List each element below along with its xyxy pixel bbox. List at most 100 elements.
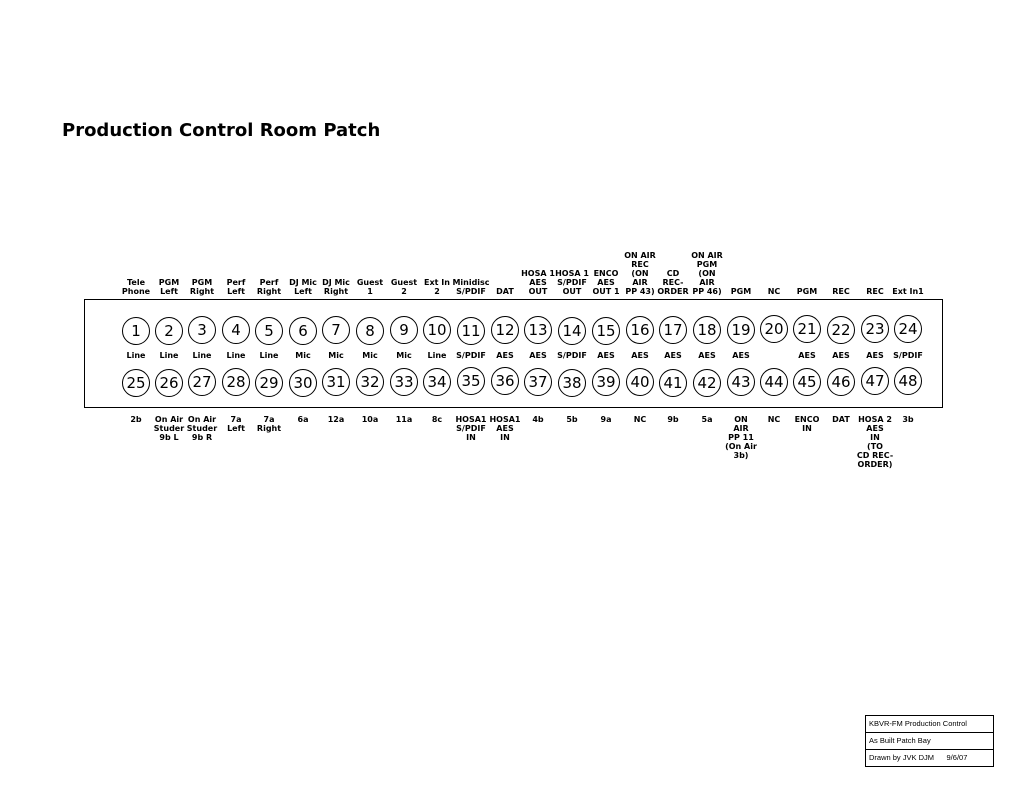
- bottom-label: 4b: [532, 415, 544, 424]
- signal-type-label: S/PDIF: [557, 351, 587, 360]
- top-label: DJ Mic Right: [322, 278, 350, 296]
- jack-15: 15: [592, 317, 620, 345]
- jack-7: 7: [322, 316, 350, 344]
- jack-29: 29: [255, 369, 283, 397]
- jack-39: 39: [592, 368, 620, 396]
- jack-34: 34: [423, 368, 451, 396]
- signal-type-label: AES: [866, 351, 884, 360]
- bottom-label: HOSA1 AES IN: [489, 415, 521, 442]
- bottom-label: 9a: [600, 415, 612, 424]
- signal-type-label: AES: [698, 351, 716, 360]
- signal-type-label: Line: [159, 351, 179, 360]
- jack-31: 31: [322, 368, 350, 396]
- page-title: Production Control Room Patch: [62, 120, 381, 141]
- jack-26: 26: [155, 369, 183, 397]
- signal-type-label: Mic: [362, 351, 378, 360]
- jack-28: 28: [222, 368, 250, 396]
- bottom-label: NC: [767, 415, 781, 424]
- top-label: CD REC- ORDER: [657, 269, 689, 296]
- top-label: Minidisc S/PDIF: [452, 278, 490, 296]
- jack-43: 43: [727, 368, 755, 396]
- jack-5: 5: [255, 317, 283, 345]
- signal-type-label: AES: [529, 351, 547, 360]
- signal-type-label: AES: [832, 351, 850, 360]
- top-label: DJ Mic Left: [289, 278, 317, 296]
- bottom-label: ENCO IN: [794, 415, 820, 433]
- signal-type-label: S/PDIF: [893, 351, 923, 360]
- signal-type-label: S/PDIF: [456, 351, 486, 360]
- jack-17: 17: [659, 316, 687, 344]
- title-block: KBVR-FM Production Control As Built Patc…: [865, 715, 994, 767]
- jack-22: 22: [827, 316, 855, 344]
- jack-40: 40: [626, 368, 654, 396]
- signal-type-label: Line: [192, 351, 212, 360]
- jack-18: 18: [693, 316, 721, 344]
- top-label: PGM: [796, 287, 818, 296]
- title-block-drawn-by: Drawn by JVK DJM 9/6/07: [866, 749, 993, 766]
- jack-30: 30: [289, 369, 317, 397]
- top-label: ON AIR PGM (ON AIR PP 46): [691, 251, 723, 296]
- top-label: Perf Right: [256, 278, 282, 296]
- top-label: Guest 2: [390, 278, 418, 296]
- bottom-label: HOSA1 S/PDIF IN: [455, 415, 487, 442]
- jack-21: 21: [793, 315, 821, 343]
- top-label: REC: [866, 287, 884, 296]
- signal-type-label: Line: [126, 351, 146, 360]
- jack-8: 8: [356, 317, 384, 345]
- jack-12: 12: [491, 316, 519, 344]
- jack-6: 6: [289, 317, 317, 345]
- top-label: HOSA 1 S/PDIF OUT: [555, 269, 589, 296]
- signal-type-label: Mic: [396, 351, 412, 360]
- jack-13: 13: [524, 316, 552, 344]
- bottom-label: 5a: [701, 415, 713, 424]
- jack-24: 24: [894, 315, 922, 343]
- top-label: Ext In1: [892, 287, 924, 296]
- top-label: ENCO AES OUT 1: [592, 269, 620, 296]
- bottom-label: DAT: [832, 415, 850, 424]
- top-label: NC: [767, 287, 781, 296]
- top-label: PGM Left: [158, 278, 180, 296]
- bottom-label: On Air Studer 9b L: [153, 415, 185, 442]
- signal-type-label: Line: [427, 351, 447, 360]
- bottom-label: 7a Right: [256, 415, 282, 433]
- bottom-label: 7a Left: [227, 415, 245, 433]
- signal-type-label: AES: [496, 351, 514, 360]
- bottom-label: HOSA 2 AES IN (TO CD REC- ORDER): [856, 415, 894, 469]
- bottom-label: 9b: [667, 415, 679, 424]
- top-label: Ext In 2: [424, 278, 450, 296]
- jack-38: 38: [558, 369, 586, 397]
- jack-47: 47: [861, 367, 889, 395]
- top-label: DAT: [496, 287, 514, 296]
- bottom-label: 11a: [395, 415, 413, 424]
- jack-16: 16: [626, 316, 654, 344]
- signal-type-label: AES: [597, 351, 615, 360]
- bottom-label: 3b: [902, 415, 914, 424]
- jack-45: 45: [793, 368, 821, 396]
- signal-type-label: AES: [732, 351, 750, 360]
- bottom-label: On Air Studer 9b R: [186, 415, 218, 442]
- jack-48: 48: [894, 367, 922, 395]
- jack-9: 9: [390, 316, 418, 344]
- jack-27: 27: [188, 368, 216, 396]
- top-label: Guest 1: [356, 278, 384, 296]
- jack-35: 35: [457, 367, 485, 395]
- jack-41: 41: [659, 369, 687, 397]
- bottom-label: 5b: [566, 415, 578, 424]
- bottom-label: ON AIR PP 11 (On Air 3b): [725, 415, 757, 460]
- jack-4: 4: [222, 316, 250, 344]
- jack-20: 20: [760, 315, 788, 343]
- signal-type-label: AES: [631, 351, 649, 360]
- signal-type-label: Line: [226, 351, 246, 360]
- bottom-label: 8c: [431, 415, 443, 424]
- jack-32: 32: [356, 368, 384, 396]
- jack-1: 1: [122, 317, 150, 345]
- top-label: PGM Right: [189, 278, 215, 296]
- jack-36: 36: [491, 367, 519, 395]
- signal-type-label: Mic: [328, 351, 344, 360]
- jack-46: 46: [827, 368, 855, 396]
- jack-42: 42: [693, 369, 721, 397]
- jack-37: 37: [524, 368, 552, 396]
- signal-type-label: Mic: [295, 351, 311, 360]
- bottom-label: NC: [633, 415, 647, 424]
